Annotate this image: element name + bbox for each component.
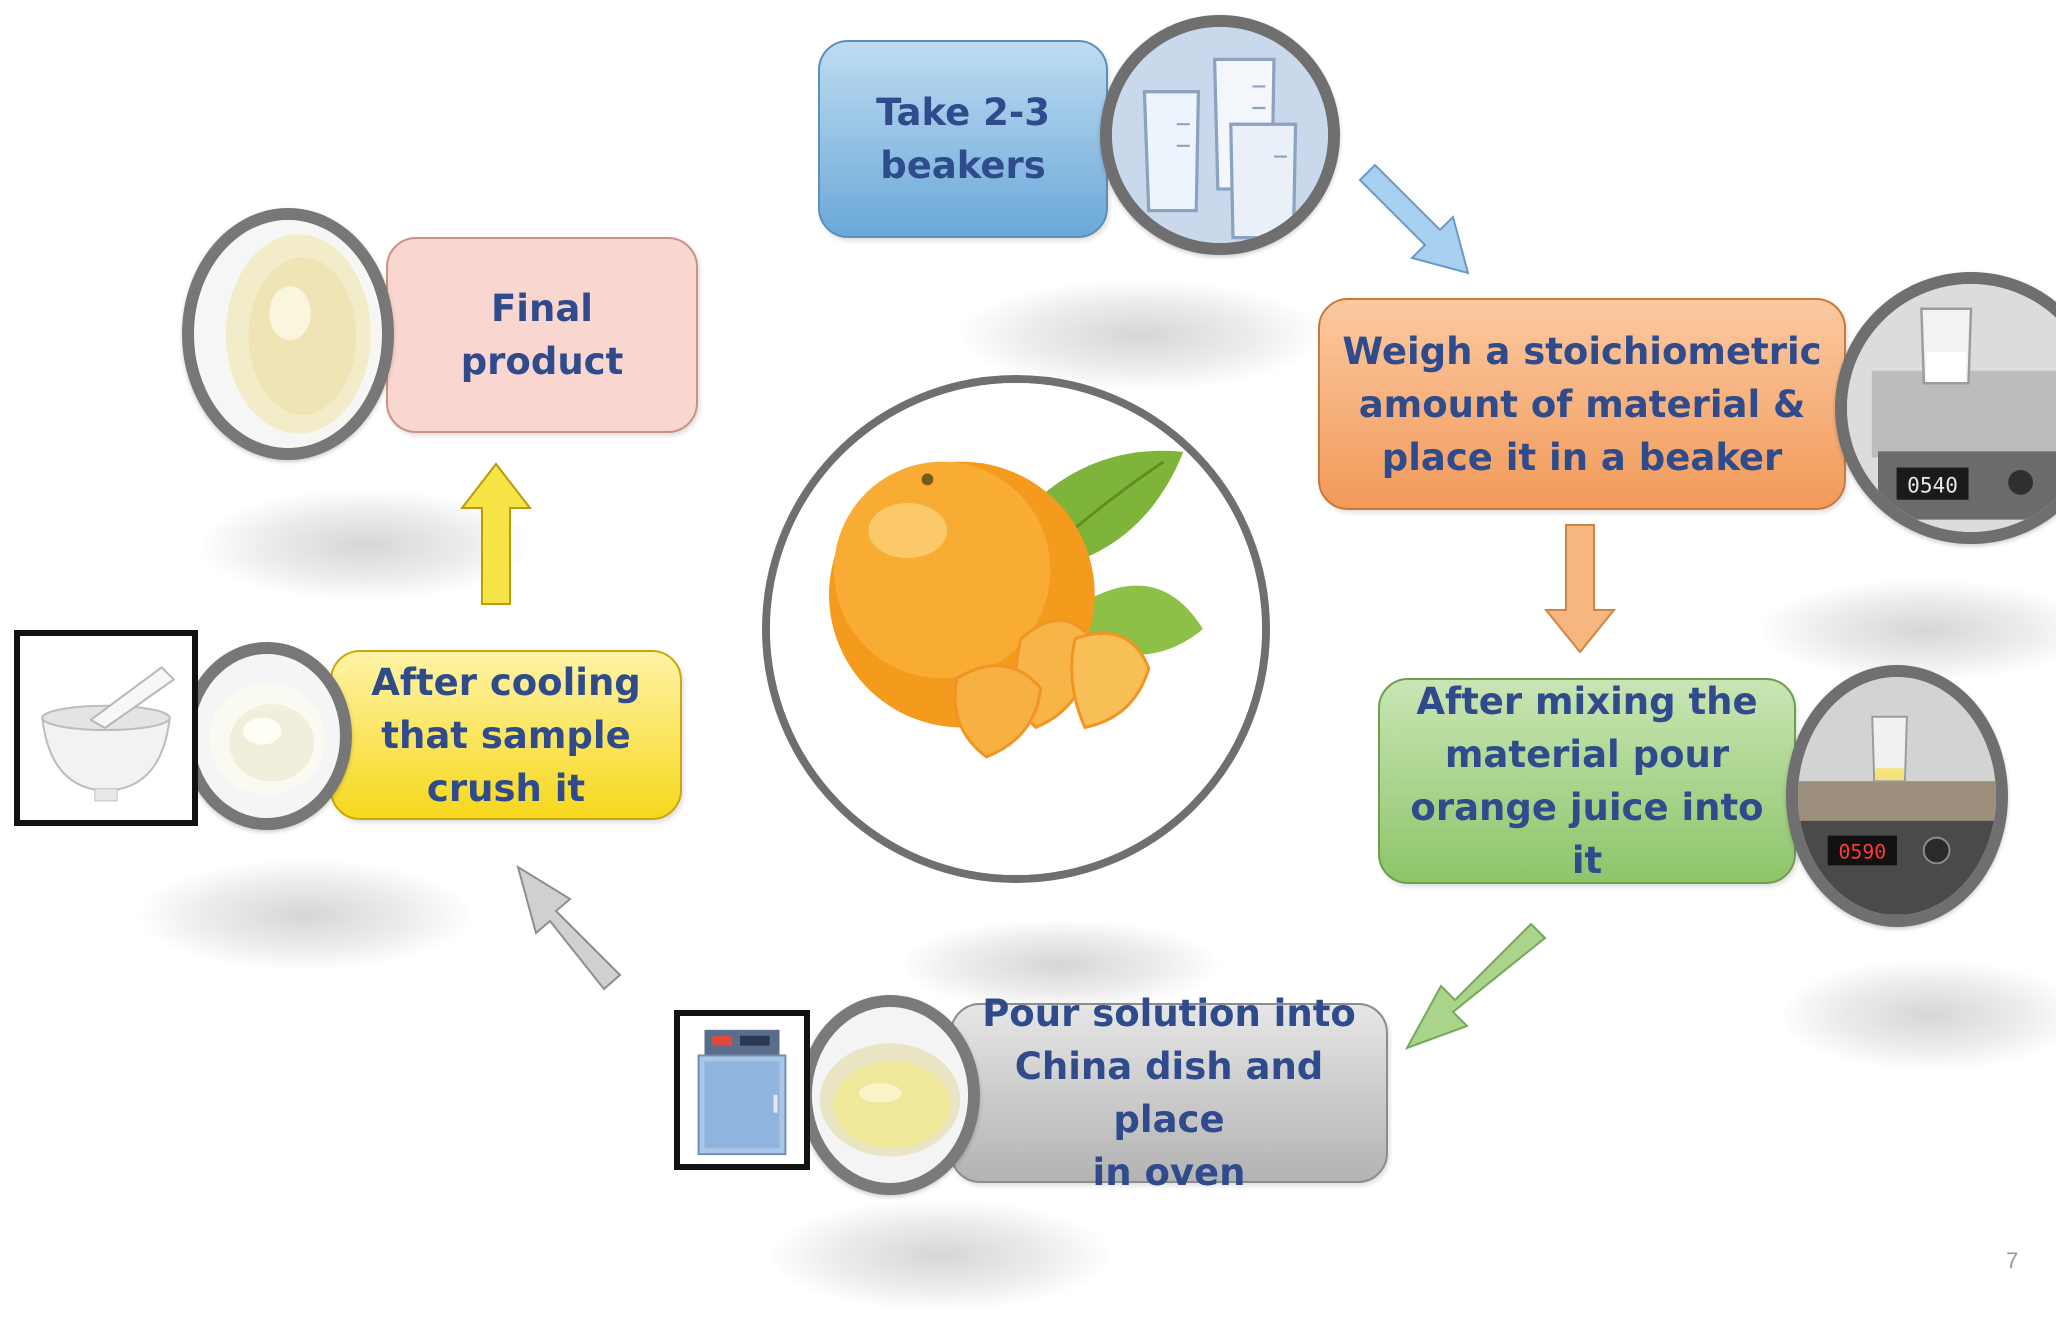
step-take-beakers-label: Take 2-3 beakers <box>876 91 1050 187</box>
step-cool-crush: After cooling that sample crush it <box>330 650 682 820</box>
beakers-photo <box>1100 15 1340 255</box>
step-mix-juice-label: After mixing the material pour orange ju… <box>1410 680 1764 882</box>
arrow-orange <box>1543 524 1617 654</box>
step-final-product-label: Final product <box>460 287 624 383</box>
step-take-beakers: Take 2-3 beakers <box>818 40 1108 238</box>
arrow-blue <box>1358 163 1470 275</box>
mortar-pestle-icon <box>14 630 198 826</box>
step-pour-dish-label: Pour solution into China dish and place … <box>982 992 1356 1194</box>
oven-icon <box>674 1010 810 1170</box>
china-dish-photo <box>800 995 980 1195</box>
stirrer-photo: 0590 <box>1786 665 2008 927</box>
arrow-yellow <box>459 462 533 605</box>
page-number: 7 <box>2006 1248 2019 1273</box>
step-weigh-material-label: Weigh a stoichiometric amount of materia… <box>1342 329 1822 479</box>
balance-photo: 0540 <box>1835 272 2056 544</box>
final-powder-photo <box>182 208 394 460</box>
step-pour-dish: Pour solution into China dish and place … <box>950 992 1388 1194</box>
step-mix-juice: After mixing the material pour orange ju… <box>1378 678 1796 884</box>
step-cool-crush-label: After cooling that sample crush it <box>371 660 641 810</box>
arrow-grey <box>516 864 622 991</box>
orange-fruit-image <box>762 375 1270 883</box>
arrow-green <box>1404 922 1547 1050</box>
step-weigh-material: Weigh a stoichiometric amount of materia… <box>1318 298 1846 510</box>
balance-reading: 0540 <box>1907 472 1958 497</box>
powder-photo <box>182 642 352 830</box>
stirrer-reading: 0590 <box>1839 840 1887 863</box>
step-final-product: Final product <box>386 237 698 433</box>
